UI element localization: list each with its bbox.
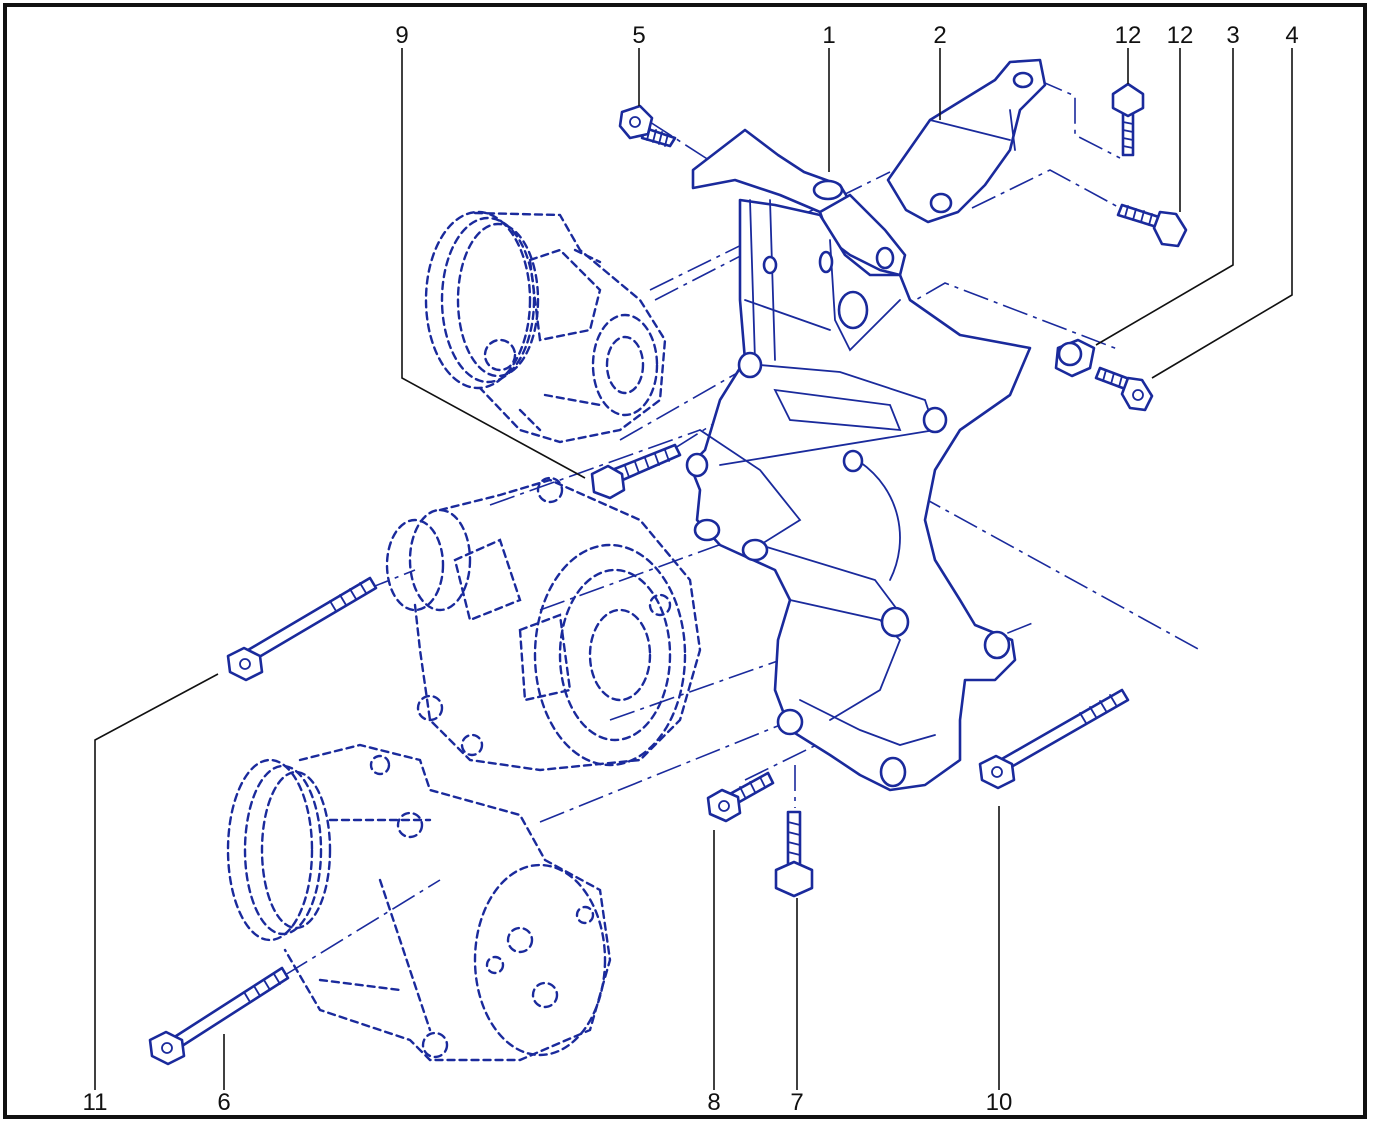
callout-4: 4 [1285, 22, 1298, 49]
callout-8: 8 [707, 1089, 720, 1116]
bolt-11 [226, 576, 378, 682]
bolt-12-horizontal [1116, 203, 1188, 248]
upper-bracket [886, 58, 1047, 224]
bolt-9 [590, 443, 682, 500]
callout-3: 3 [1226, 22, 1239, 49]
callout-7: 7 [790, 1089, 803, 1116]
bushing [1054, 338, 1096, 378]
bolt-6 [148, 966, 290, 1066]
bolt-12-vertical [1111, 82, 1145, 157]
main-bracket [685, 128, 1032, 792]
callout-5: 5 [632, 22, 645, 49]
callout-6: 6 [217, 1089, 230, 1116]
callout-1: 1 [822, 22, 835, 49]
callout-12-b: 12 [1167, 22, 1194, 49]
callout-9: 9 [395, 22, 408, 49]
bolts [148, 82, 1188, 1066]
upper-compressor-ghost [424, 210, 667, 444]
callout-labels: 1 2 3 4 5 6 7 8 9 10 11 12 12 [83, 22, 1299, 1116]
callout-11: 11 [83, 1089, 108, 1116]
alternator-ghost [385, 476, 702, 772]
bolt-5 [618, 104, 677, 148]
callout-12-a: 12 [1115, 22, 1142, 49]
callout-10: 10 [986, 1089, 1013, 1116]
callout-2: 2 [933, 22, 946, 49]
leader-lines [94, 48, 1293, 1090]
diagram-frame [3, 3, 1367, 1119]
bolt-4 [1094, 366, 1154, 412]
bolt-10 [978, 688, 1130, 790]
lower-compressor-ghost [226, 743, 612, 1062]
bolt-8 [706, 771, 775, 823]
bolt-7 [774, 810, 814, 898]
